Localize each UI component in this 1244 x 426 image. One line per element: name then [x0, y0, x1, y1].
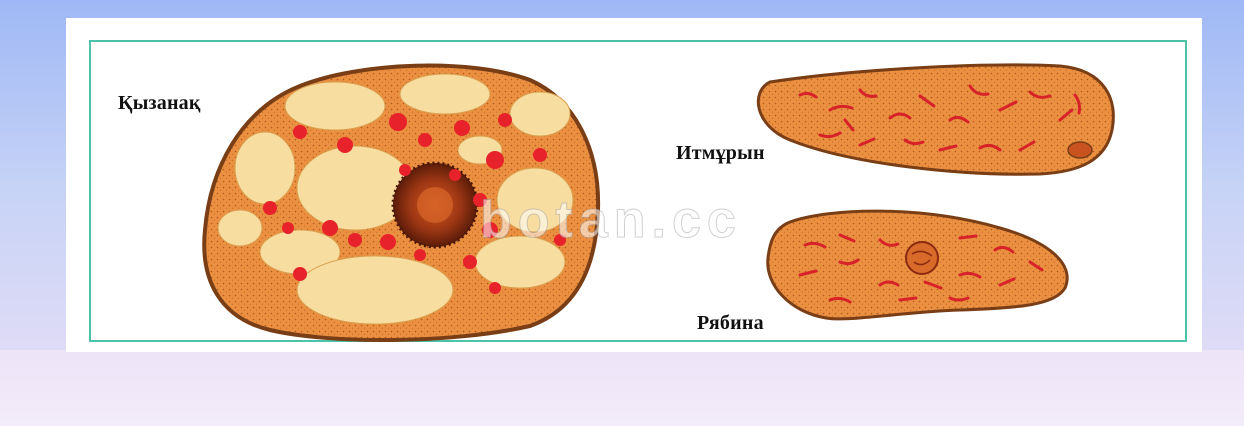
- rosehip-nucleus: [1068, 142, 1092, 158]
- vacuole: [218, 210, 262, 246]
- label-tomato: Қызанақ: [118, 92, 201, 115]
- label-rosehip: Итмұрын: [676, 142, 765, 165]
- vacuole: [285, 82, 385, 130]
- vacuole: [510, 92, 570, 136]
- watermark: botan.cc: [480, 190, 742, 250]
- label-rowan: Рябина: [697, 312, 764, 335]
- rowan-nucleus: [906, 242, 938, 274]
- vacuole: [400, 74, 490, 114]
- rosehip-cell: [758, 65, 1113, 174]
- rowan-cell: [768, 211, 1067, 319]
- vacuole: [297, 256, 453, 324]
- vacuole: [235, 132, 295, 204]
